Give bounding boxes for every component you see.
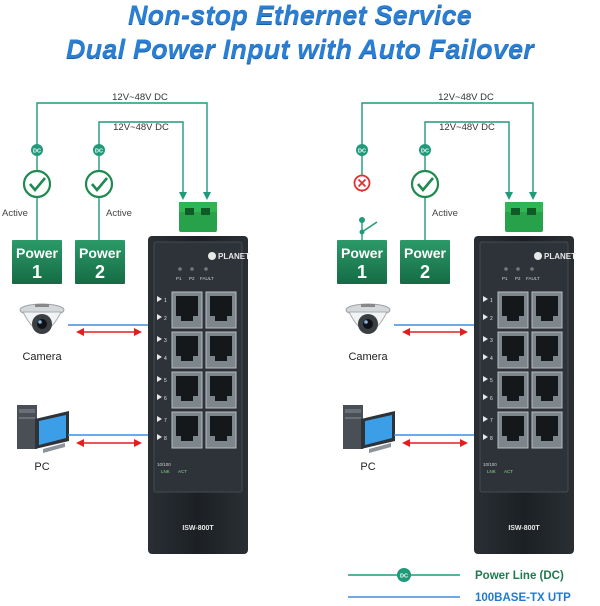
check-icon [22, 169, 52, 199]
voltage-label-2: 12V~48V DC [113, 122, 169, 133]
pc-icon [17, 405, 69, 453]
industrial-switch [147, 201, 251, 555]
svg-text:Power: Power [79, 245, 122, 261]
svg-text:Power: Power [16, 245, 59, 261]
camera-icon [345, 303, 391, 335]
svg-text:DC: DC [421, 149, 429, 155]
voltage-label-2: 12V~48V DC [439, 122, 495, 133]
power-box-1: Power 1 [337, 240, 387, 284]
svg-text:DC: DC [358, 149, 366, 155]
power-box-2: Power 2 [400, 240, 450, 284]
svg-text:DC: DC [33, 149, 41, 155]
check-icon [84, 169, 114, 199]
camera-label: Camera [348, 351, 388, 363]
legend-utp-label: 100BASE-TX UTP [475, 592, 571, 604]
legend-power-line: DC Power Line (DC) [348, 568, 564, 582]
svg-text:DC: DC [95, 149, 103, 155]
bidirectional-arrow [76, 439, 142, 447]
diagram-right: 12V~48V DC 12V~48V DC DC DC Active [337, 92, 577, 555]
legend-power-line-label: Power Line (DC) [475, 570, 564, 582]
title-line-2: Dual Power Input with Auto Failover [65, 34, 535, 64]
svg-text:1: 1 [32, 262, 42, 282]
svg-text:Power: Power [404, 245, 447, 261]
svg-text:2: 2 [420, 262, 430, 282]
open-switch-icon [359, 192, 378, 235]
legend-utp: 100BASE-TX UTP [348, 592, 571, 604]
dc-badge: DC [31, 144, 43, 156]
svg-text:1: 1 [357, 262, 367, 282]
power-box-2: Power 2 [75, 240, 125, 284]
dc-badge: DC [419, 144, 431, 156]
voltage-label-1: 12V~48V DC [438, 92, 494, 103]
power-box-1: Power 1 [12, 240, 62, 284]
bidirectional-arrow [402, 439, 468, 447]
bidirectional-arrow [76, 328, 142, 336]
industrial-switch [473, 201, 577, 555]
fail-icon [353, 174, 371, 192]
svg-text:Power: Power [341, 245, 384, 261]
check-icon [410, 169, 440, 199]
bidirectional-arrow [402, 328, 468, 336]
status-active-2: Active [432, 208, 458, 219]
dc-badge: DC [93, 144, 105, 156]
camera-icon [19, 303, 65, 335]
diagram-left: 12V~48V DC 12V~48V DC DC DC Active Activ… [2, 92, 251, 555]
status-active-1: Active [2, 208, 28, 219]
pc-label: PC [360, 461, 375, 473]
svg-text:2: 2 [95, 262, 105, 282]
camera-label: Camera [22, 351, 62, 363]
pc-icon [343, 405, 395, 453]
dc-badge: DC [356, 144, 368, 156]
status-active-2: Active [106, 208, 132, 219]
voltage-label-1: 12V~48V DC [112, 92, 168, 103]
pc-label: PC [34, 461, 49, 473]
legend: DC Power Line (DC) 100BASE-TX UTP [348, 568, 571, 604]
svg-text:DC: DC [400, 574, 408, 580]
title-line-1: Non-stop Ethernet Service [127, 0, 473, 30]
